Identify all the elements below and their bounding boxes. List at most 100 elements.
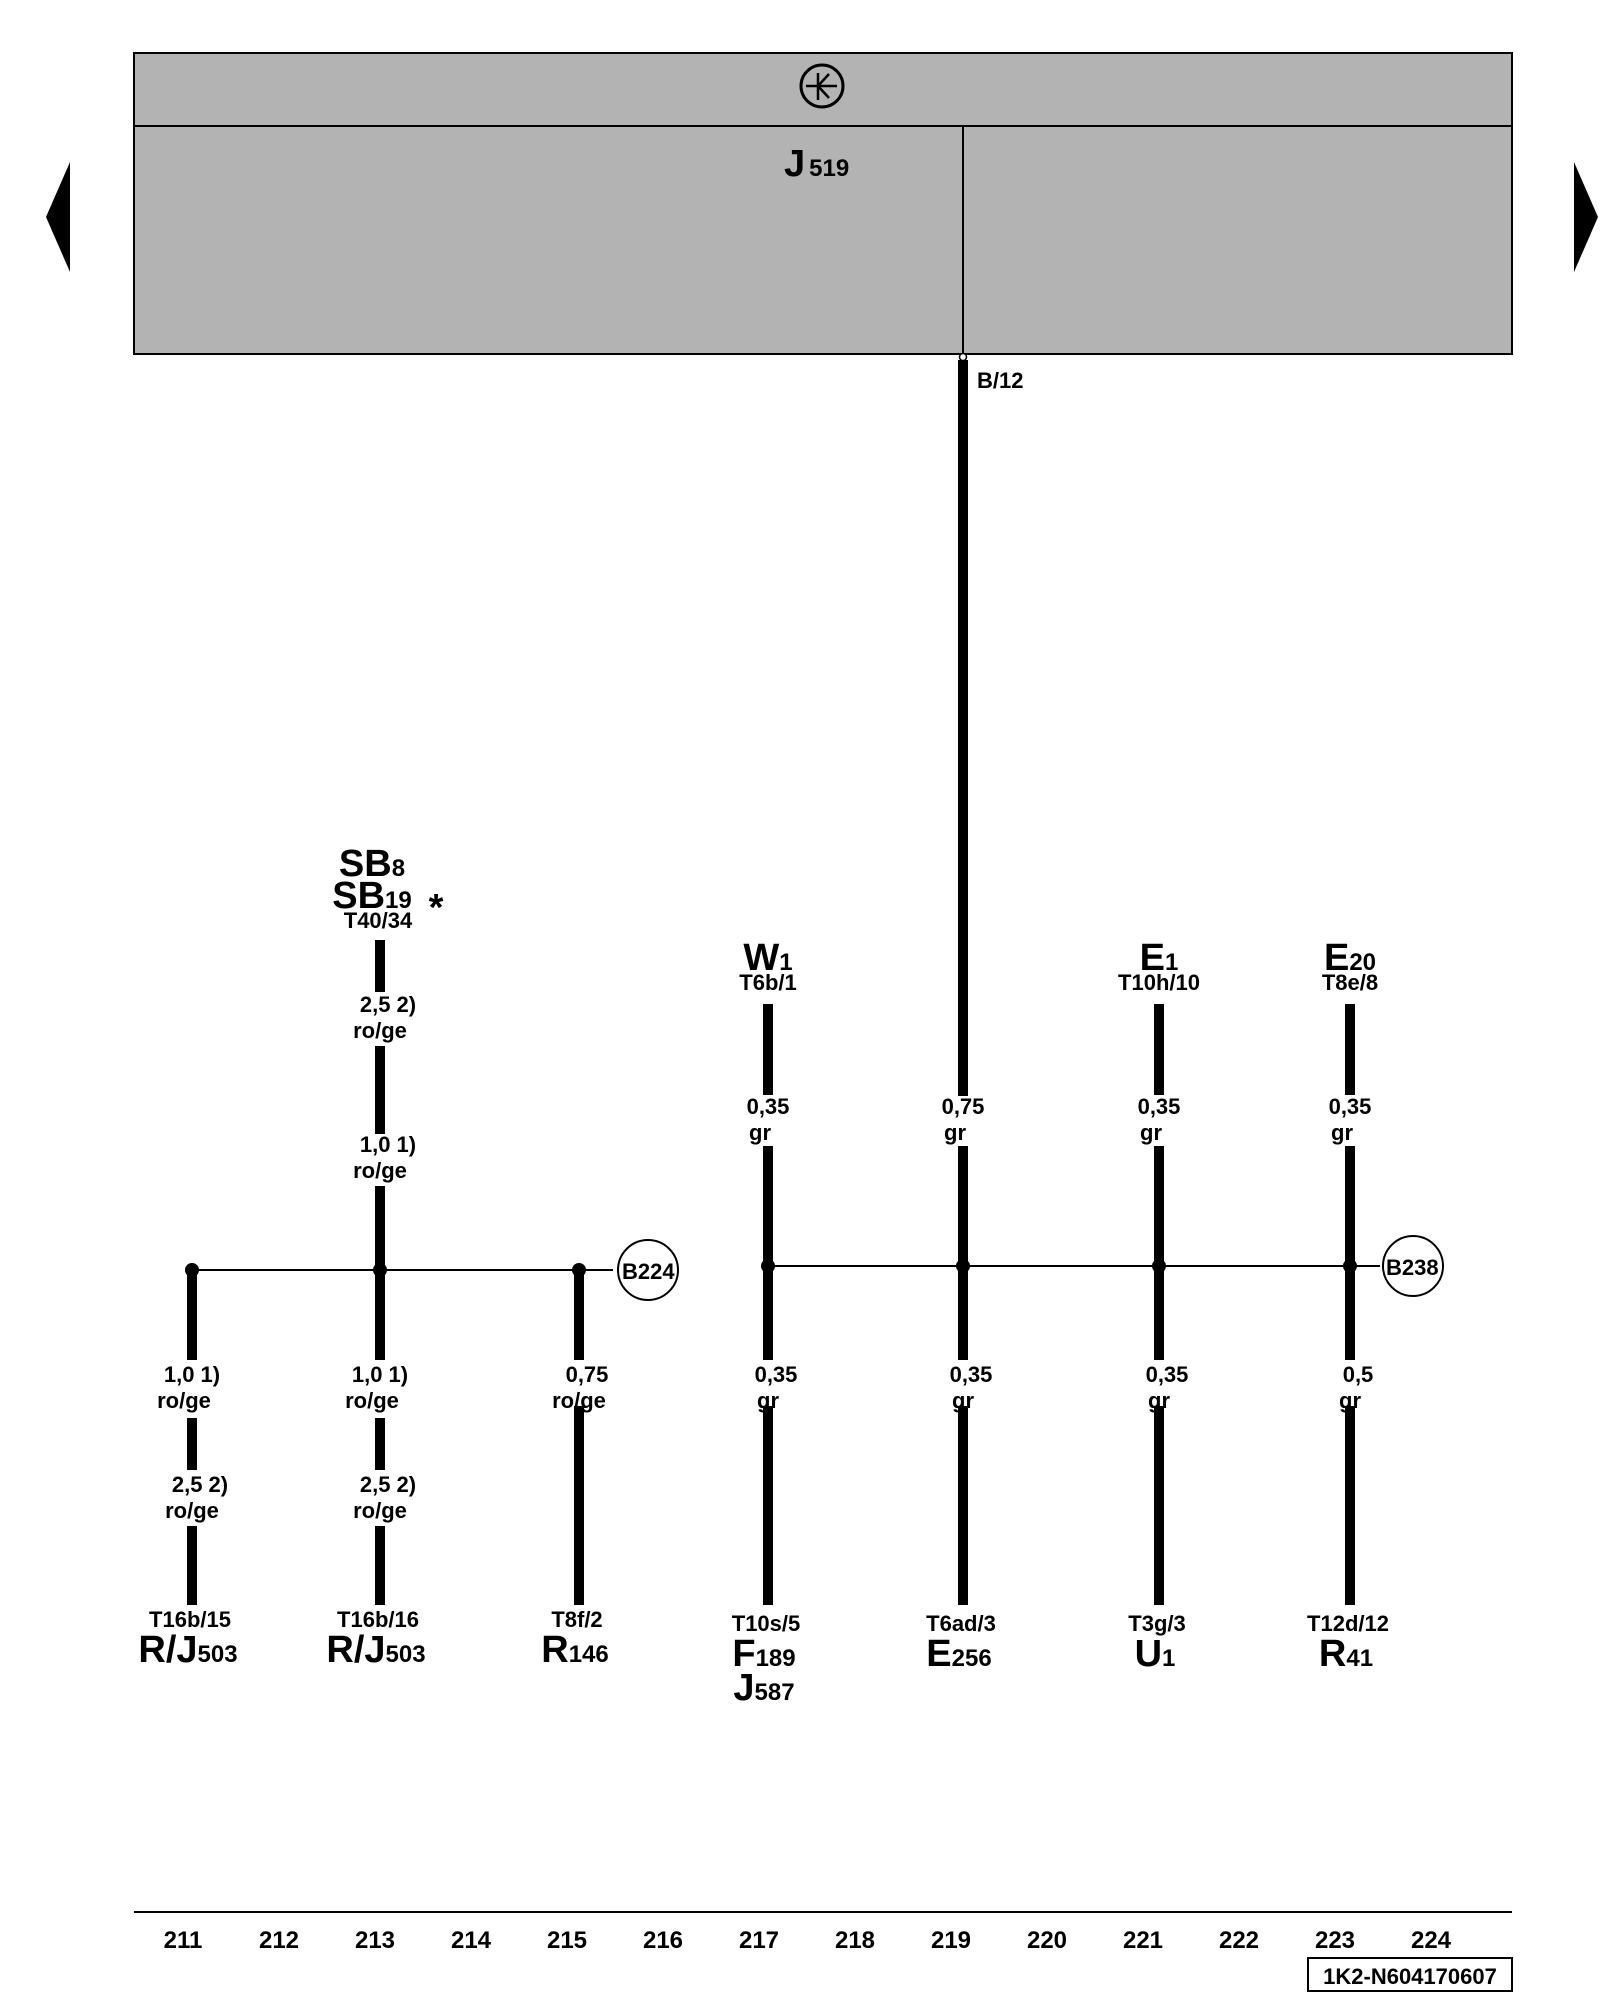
wire-size-label: 0,35: [755, 1362, 798, 1387]
control-unit-body: [133, 125, 1513, 355]
wire-segment: [1345, 1266, 1355, 1360]
right-wire-group: W1T6b/10,35gr0,75grE1T10h/100,35grE20T8e…: [732, 937, 1389, 1709]
wire-color-label: gr: [944, 1120, 966, 1145]
wire-size-label: 0,75: [566, 1362, 609, 1387]
wire-segment: [1154, 1406, 1164, 1605]
ruler-number: 213: [355, 1927, 395, 1954]
component-label: R41: [1319, 1633, 1373, 1675]
wire-color-label: gr: [1339, 1388, 1361, 1413]
wire-segment: [1154, 1146, 1164, 1266]
wire-color-label: gr: [1140, 1120, 1162, 1145]
splice-label: B224: [622, 1259, 675, 1284]
ruler-number: 218: [835, 1927, 875, 1954]
ruler-number: 224: [1411, 1927, 1452, 1954]
wire-color-label: gr: [749, 1120, 771, 1145]
component-label: J587: [733, 1667, 794, 1709]
wire-segment: [375, 1418, 385, 1470]
connector-label: T8e/8: [1322, 970, 1378, 995]
wire-color-label: gr: [1331, 1120, 1353, 1145]
wire-size-label: 0,35: [1329, 1094, 1372, 1119]
wire-segment: [574, 1270, 584, 1360]
wire-color-label: gr: [757, 1388, 779, 1413]
wire-color-label: ro/ge: [165, 1498, 219, 1523]
ruler-number: 223: [1315, 1927, 1355, 1954]
wire-color-label: ro/ge: [353, 1018, 407, 1043]
doc-id: 1K2-N604170607: [1323, 1964, 1497, 1989]
ruler-number: 219: [931, 1927, 971, 1954]
wire-segment: [1154, 1004, 1164, 1095]
component-label: W1: [743, 937, 792, 979]
component-label: E1: [1140, 937, 1179, 979]
wire-size-label: 1,0 1): [164, 1362, 220, 1387]
wire-segment: [958, 1406, 968, 1605]
wire-size-label: 0,35: [1146, 1362, 1189, 1387]
wire-size-label: 1,0 1): [352, 1362, 408, 1387]
wire-segment: [187, 1526, 197, 1605]
connector-label: T10s/5: [732, 1611, 801, 1636]
ruler-number: 216: [643, 1927, 683, 1954]
wire-segment: [375, 940, 385, 992]
wire-size-label: 2,5 2): [360, 1472, 416, 1497]
wire-segment: [187, 1270, 197, 1360]
connector-label: T3g/3: [1128, 1611, 1185, 1636]
pin-label: B/12: [977, 368, 1023, 393]
wire-color-label: gr: [1148, 1388, 1170, 1413]
wire-size-label: 0,5: [1343, 1362, 1374, 1387]
wire-segment: [763, 1266, 773, 1360]
wire-segment: [375, 1526, 385, 1605]
component-label: R146: [541, 1629, 609, 1671]
ruler-number: 221: [1123, 1927, 1163, 1954]
doc-id-box: 1K2-N604170607: [1307, 1957, 1513, 1992]
component-label: E20: [1324, 937, 1376, 979]
component-label: SB19: [332, 875, 412, 917]
connector-label: T16b/15: [149, 1607, 231, 1632]
wire-color-label: ro/ge: [345, 1388, 399, 1413]
wire-size-label: 2,5 2): [172, 1472, 228, 1497]
wire-size-label: 0,35: [1138, 1094, 1181, 1119]
ruler-number: 217: [739, 1927, 779, 1954]
wire-color-label: ro/ge: [353, 1158, 407, 1183]
connector-label: T12d/12: [1307, 1611, 1389, 1636]
wire-size-label: 0,75: [942, 1094, 985, 1119]
next-page-icon[interactable]: [1574, 162, 1598, 272]
wire-segment: [958, 1146, 968, 1266]
ruler-number: 222: [1219, 1927, 1259, 1954]
component-label: E256: [926, 1633, 991, 1675]
ground-symbol-icon: [799, 63, 845, 109]
wire-segment: [375, 1186, 385, 1270]
wire-from-j519: [958, 360, 968, 1096]
wire-segment: [187, 1418, 197, 1470]
connector-label: T40/34: [344, 908, 413, 933]
component-label: F189: [732, 1633, 795, 1675]
wire-segment: [958, 1266, 968, 1360]
wire-segment: [375, 1046, 385, 1134]
ruler-number: 215: [547, 1927, 587, 1954]
wire-segment: [1154, 1266, 1164, 1360]
wire-size-label: 0,35: [950, 1362, 993, 1387]
connector-label: T6ad/3: [926, 1611, 996, 1636]
splice-b238: B238: [767, 1235, 1444, 1297]
ruler-number: 220: [1027, 1927, 1067, 1954]
wire-color-label: gr: [952, 1388, 974, 1413]
component-label: SB8: [339, 843, 405, 885]
ruler-number: 211: [164, 1927, 203, 1954]
wire-segment: [763, 1146, 773, 1266]
pin-contact: [958, 352, 968, 362]
note-marker: *: [429, 887, 444, 929]
connector-label: T10h/10: [1118, 970, 1200, 995]
connector-label: T6b/1: [739, 970, 796, 995]
prev-page-icon[interactable]: [46, 162, 70, 272]
splice-label: B238: [1386, 1255, 1439, 1280]
wire-segment: [1345, 1406, 1355, 1605]
component-label: R/J503: [138, 1629, 237, 1671]
wire-color-label: ro/ge: [353, 1498, 407, 1523]
component-label: U1: [1135, 1633, 1176, 1675]
connector-label: T16b/16: [337, 1607, 419, 1632]
ruler-number: 214: [451, 1927, 492, 1954]
wire-segment: [1345, 1004, 1355, 1095]
ruler-number: 212: [259, 1927, 299, 1954]
column-ruler: 211 212 213 214 215 216 217 218 219 220 221 222 223 2…: [164, 1927, 1452, 1954]
